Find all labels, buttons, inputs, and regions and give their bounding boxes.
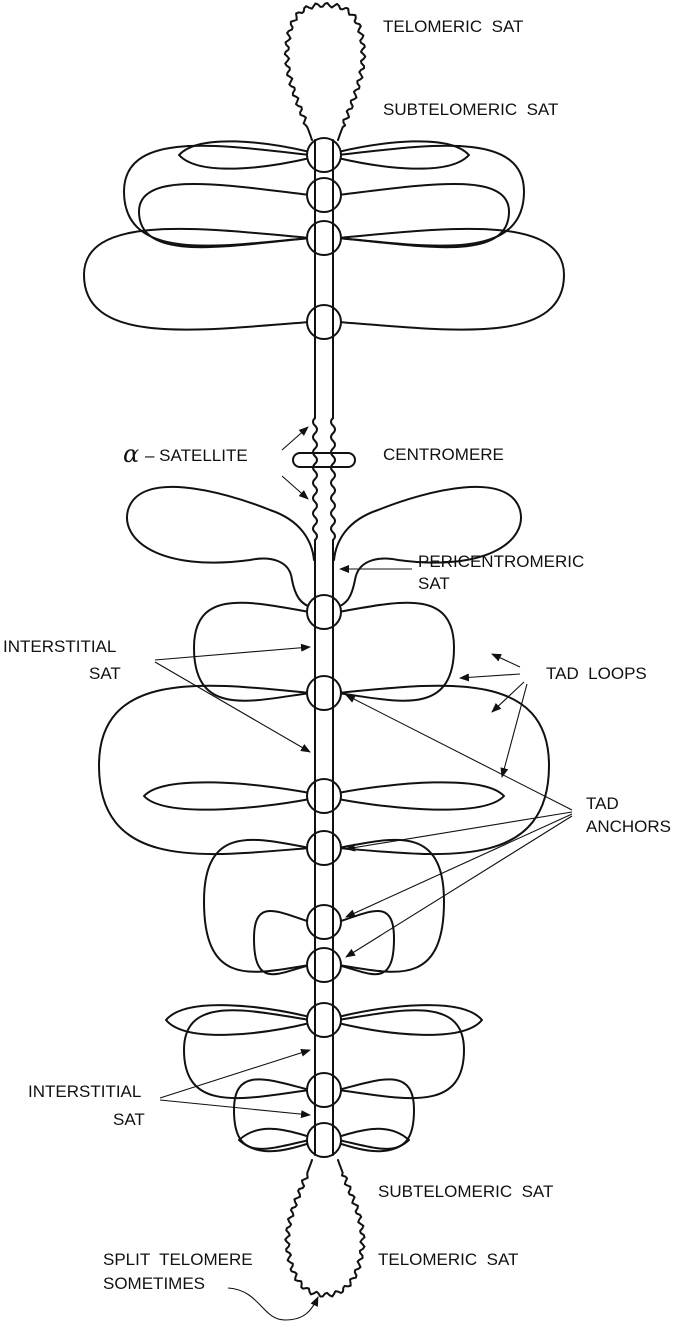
tad-anchor-12 xyxy=(306,1072,342,1108)
loop-mid-3-left xyxy=(203,838,311,973)
tad-anchor-13 xyxy=(306,1122,342,1158)
interstitial-top-arrow-2 xyxy=(154,661,311,753)
loop-top-2-left xyxy=(138,182,311,249)
loop-bot-petal-left xyxy=(165,1004,311,1036)
interstitial-bottom-arrow-1 xyxy=(159,1048,311,1099)
alpha-arrow-down xyxy=(281,475,309,500)
loop-top-3-left xyxy=(83,227,311,331)
loop-top-2-right xyxy=(337,182,510,249)
split-telomere-arrow xyxy=(227,1287,319,1321)
label-pericentromeric-1: PERICENTROMERIC xyxy=(418,552,584,571)
annotation-arrows xyxy=(154,426,573,1321)
tad-anchor-1 xyxy=(306,137,342,173)
tad-loops-arrow-2 xyxy=(459,673,521,682)
tad-anchors-group xyxy=(306,137,342,1158)
tad-anchor-3 xyxy=(306,220,342,256)
loop-mid-4-left xyxy=(253,910,311,976)
label-tad-anchors-1: TAD xyxy=(586,794,619,813)
label-subtelomeric-top: SUBTELOMERIC SAT xyxy=(383,100,558,119)
loop-bot-petal2-right xyxy=(337,1127,410,1153)
loop-top-petal-left xyxy=(178,140,311,170)
alpha-arrow-up xyxy=(281,426,309,451)
tad-anchor-arrow-4 xyxy=(345,815,573,958)
tad-anchor-11 xyxy=(306,1002,342,1038)
tad-loops-arrow-1 xyxy=(491,653,521,668)
label-centromere: CENTROMERE xyxy=(383,445,504,464)
loop-bot-petal2-left xyxy=(238,1127,311,1153)
label-split-telomere-1: SPLIT TELOMERE xyxy=(103,1250,253,1269)
interstitial-top-arrow-1 xyxy=(154,643,311,661)
centromere-bar xyxy=(292,452,356,468)
loop-bot-petal-right xyxy=(337,1004,483,1036)
tad-anchor-4 xyxy=(306,304,342,340)
pericentromeric-loops xyxy=(126,485,522,609)
tad-anchor-9 xyxy=(306,904,342,940)
label-interstitial-top-1: INTERSTITIAL xyxy=(3,637,116,656)
tad-anchor-arrow-1 xyxy=(345,694,573,811)
loop-mid-petal-right xyxy=(337,781,505,811)
label-interstitial-bottom-2: SAT xyxy=(113,1110,145,1129)
label-tad-anchors-2: ANCHORS xyxy=(586,817,671,836)
loop-top-petal-right xyxy=(337,140,470,170)
tad-anchor-10 xyxy=(306,947,342,983)
telomere-bottom xyxy=(284,1159,366,1298)
tad-anchor-2 xyxy=(306,177,342,213)
loop-bot-1-right xyxy=(337,1009,465,1100)
label-alpha-satellite: – SATELLITE xyxy=(145,446,248,465)
loop-mid-1-left xyxy=(193,601,311,702)
loop-bot-1-left xyxy=(183,1009,311,1100)
interstitial-bottom-arrow-2 xyxy=(159,1099,311,1119)
loop-mid-2-left xyxy=(98,684,311,856)
label-interstitial-top-2: SAT xyxy=(89,664,121,683)
label-subtelomeric-bottom: SUBTELOMERIC SAT xyxy=(378,1182,553,1201)
tad-anchor-7 xyxy=(306,778,342,814)
loop-top-3-right xyxy=(337,227,565,331)
label-split-telomere-2: SOMETIMES xyxy=(103,1274,205,1293)
loop-mid-petal-left xyxy=(143,781,311,811)
tad-anchor-arrow-3 xyxy=(345,813,573,918)
loop-mid-2-right xyxy=(337,684,550,856)
loop-bot-2-right xyxy=(337,1078,415,1150)
tad-anchor-8 xyxy=(306,830,342,866)
tad-anchor-arrow-2 xyxy=(345,811,573,852)
label-interstitial-bottom-1: INTERSTITIAL xyxy=(28,1082,141,1101)
tad-anchor-6 xyxy=(306,675,342,711)
loop-mid-4-right xyxy=(337,910,395,976)
label-pericentromeric-2: SAT xyxy=(418,574,450,593)
tad-loops-arrow-3 xyxy=(491,681,525,713)
label-telomeric-bottom: TELOMERIC SAT xyxy=(378,1250,518,1269)
loop-bot-2-left xyxy=(233,1078,311,1150)
label-tad-loops: TAD LOOPS xyxy=(546,664,647,683)
loop-mid-1-right xyxy=(337,601,455,702)
telomere-top xyxy=(283,2,367,141)
loop-top-1-right xyxy=(337,144,525,247)
tad-loops-group xyxy=(83,140,565,1153)
tad-loops-arrow-4 xyxy=(500,683,528,778)
label-telomeric-top: TELOMERIC SAT xyxy=(383,17,523,36)
tad-anchor-5 xyxy=(306,594,342,630)
label-alpha-symbol: α xyxy=(123,440,139,468)
loop-top-1-left xyxy=(123,144,311,247)
labels: TELOMERIC SAT SUBTELOMERIC SAT α – SATEL… xyxy=(3,17,671,1293)
